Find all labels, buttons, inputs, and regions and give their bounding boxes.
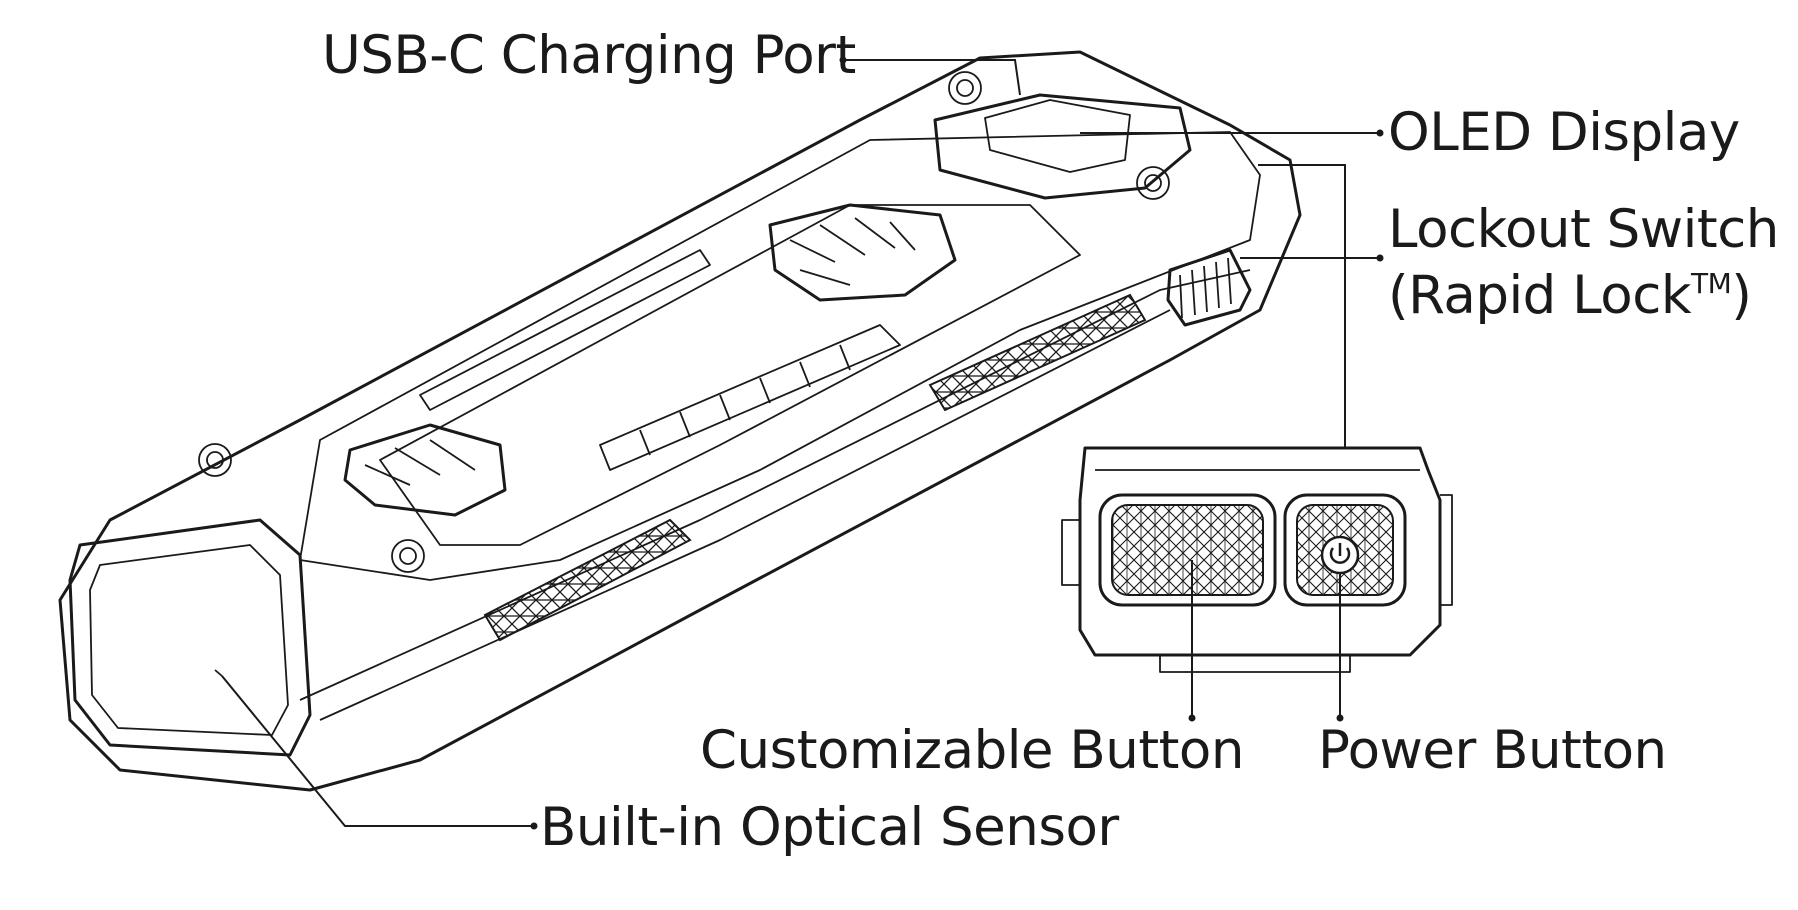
label-lockout-switch: Lockout Switch xyxy=(1388,199,1779,260)
label-rapid-lock-close: ) xyxy=(1731,265,1751,326)
bottom-inset-view xyxy=(1061,446,1453,673)
label-optical-sensor: Built-in Optical Sensor xyxy=(540,797,1119,858)
label-oled-display: OLED Display xyxy=(1388,102,1740,163)
customizable-button xyxy=(1098,493,1277,607)
top-grip-pad xyxy=(343,203,957,517)
side-grip-knurl xyxy=(483,293,1147,642)
label-usb-c-port: USB-C Charging Port xyxy=(322,25,856,86)
label-rapid-lock-text: (Rapid Lock xyxy=(1388,265,1692,326)
lockout-switch-wheel xyxy=(1166,248,1252,327)
power-icon xyxy=(1320,535,1360,575)
power-button xyxy=(1283,493,1407,607)
label-rapid-lock-tm: TM xyxy=(1690,267,1731,300)
oled-display-window xyxy=(933,93,1192,200)
label-rapid-lock: (Rapid LockTM) xyxy=(1388,265,1751,326)
leader-lines xyxy=(221,56,1384,830)
label-customizable-button: Customizable Button xyxy=(700,720,1244,781)
top-rib-slots xyxy=(419,249,901,471)
screw-icon xyxy=(198,71,1170,573)
label-power-button: Power Button xyxy=(1318,720,1667,781)
